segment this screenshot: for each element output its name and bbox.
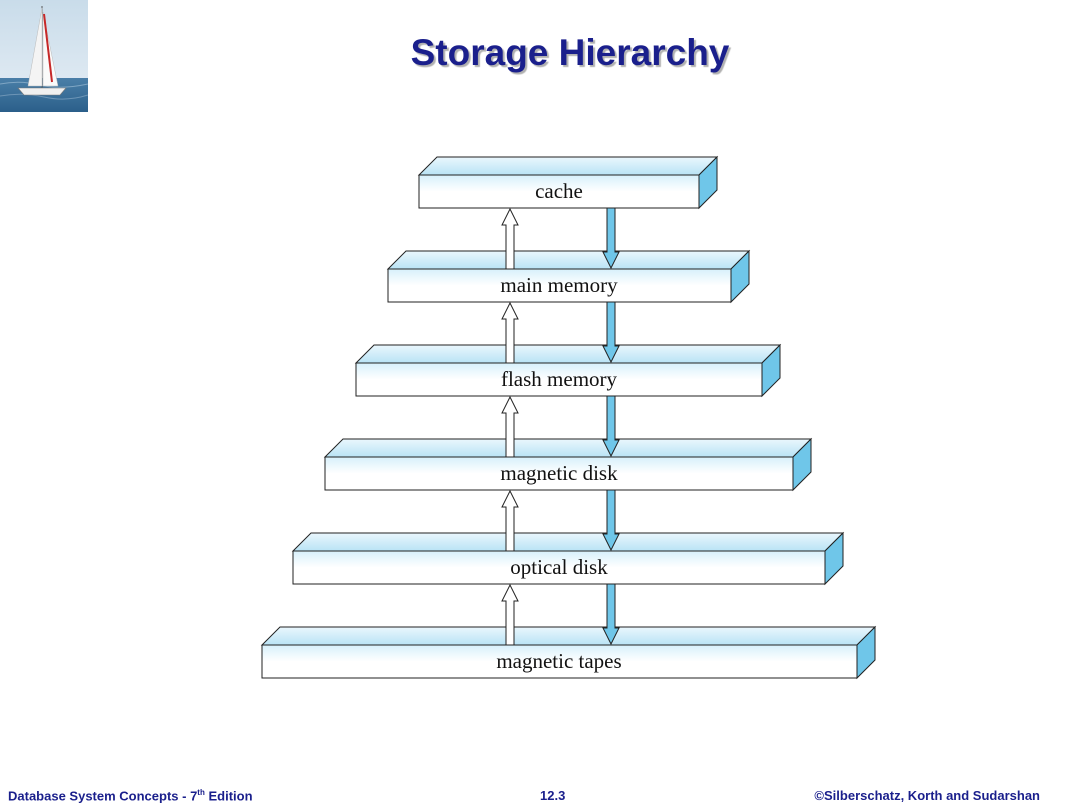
footer-left-sup: th xyxy=(197,788,205,797)
level-magnetic-disk: magnetic disk xyxy=(323,437,813,492)
level-label-magnetic-tapes: magnetic tapes xyxy=(496,649,621,673)
up-arrow-5 xyxy=(501,583,519,646)
footer-left-suffix: Edition xyxy=(204,788,253,804)
up-arrow-2 xyxy=(501,301,519,364)
up-arrow-4 xyxy=(501,489,519,552)
level-label-flash-memory: flash memory xyxy=(501,367,618,391)
level-main-memory: main memory xyxy=(386,249,751,304)
level-cache: cache xyxy=(417,155,719,210)
level-label-magnetic-disk: magnetic disk xyxy=(500,461,618,485)
footer-book-title: Database System Concepts - 7th Edition xyxy=(8,788,253,803)
level-magnetic-tapes: magnetic tapes xyxy=(260,625,877,680)
down-arrow-1 xyxy=(602,207,620,270)
up-arrows xyxy=(501,207,519,646)
level-label-optical-disk: optical disk xyxy=(510,555,608,579)
footer-slide-number: 12.3 xyxy=(540,788,566,803)
level-flash-memory: flash memory xyxy=(354,343,782,398)
down-arrows xyxy=(602,207,620,646)
level-label-cache: cache xyxy=(535,179,583,203)
up-arrow-1 xyxy=(501,207,519,270)
footer-copyright: ©Silberschatz, Korth and Sudarshan xyxy=(814,788,1040,803)
down-arrow-2 xyxy=(602,301,620,364)
down-arrow-4 xyxy=(602,489,620,552)
level-label-main-memory: main memory xyxy=(500,273,618,297)
footer-left-prefix: Database System Concepts - 7 xyxy=(8,788,198,804)
down-arrow-3 xyxy=(602,395,620,458)
page-title: Storage Hierarchy xyxy=(410,32,730,73)
level-optical-disk: optical disk xyxy=(291,531,845,586)
up-arrow-3 xyxy=(501,395,519,458)
sailboat-logo xyxy=(0,0,88,112)
down-arrow-5 xyxy=(602,583,620,646)
